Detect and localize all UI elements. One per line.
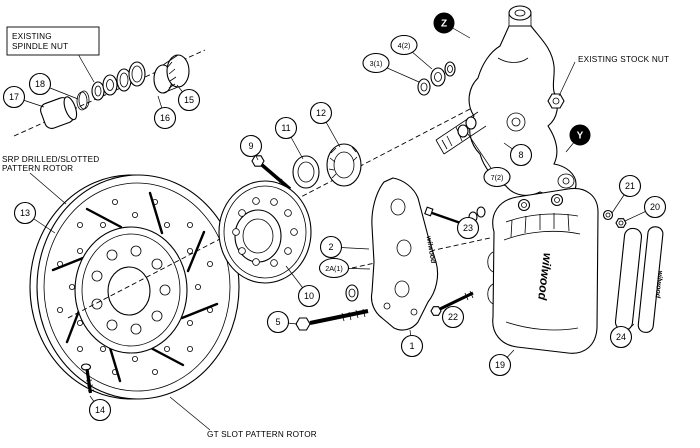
stock-nut-drawing	[547, 93, 565, 109]
callout-9: 9	[239, 134, 263, 158]
callout-20: 20	[643, 195, 667, 219]
svg-text:21: 21	[625, 181, 635, 191]
callout-24: 24	[609, 325, 633, 349]
svg-text:EXISTING STOCK NUT: EXISTING STOCK NUT	[578, 55, 669, 64]
svg-text:17: 17	[9, 92, 19, 102]
callout-2a1: 2A(1)	[318, 257, 350, 279]
pad-logo-text: wilwood	[653, 270, 663, 299]
callout-5: 5	[266, 310, 290, 334]
o-ring-drawing	[76, 90, 90, 111]
svg-text:EXISTING: EXISTING	[12, 32, 52, 41]
callout-10: 10	[297, 284, 321, 308]
rotor-drill-holes	[57, 198, 213, 375]
washers-7-drawing	[457, 116, 477, 138]
callouts: 1 2 2A(1) 3(1) 4(2) 5 7(2) 8 9 10 11 12 …	[2, 34, 667, 422]
svg-text:23: 23	[463, 223, 473, 233]
svg-text:9: 9	[248, 141, 253, 151]
svg-text:13: 13	[20, 208, 30, 218]
caliper-bracket-drawing: wilwood	[370, 177, 439, 331]
marker-z: Z	[433, 12, 455, 34]
outer-bearing-drawing	[153, 54, 190, 94]
svg-text:Z: Z	[441, 19, 447, 30]
svg-text:Y: Y	[577, 131, 584, 142]
callout-8: 8	[509, 143, 533, 167]
svg-text:8: 8	[518, 150, 523, 160]
svg-text:18: 18	[35, 79, 45, 89]
svg-text:5: 5	[275, 317, 280, 327]
spindle-knuckle-drawing	[435, 5, 577, 199]
inner-bearing-drawing	[326, 143, 362, 187]
label-existing-stock-nut: EXISTING STOCK NUT	[578, 55, 669, 64]
callout-16: 16	[153, 106, 177, 130]
svg-text:14: 14	[95, 405, 105, 415]
svg-text:GT SLOT PATTERN ROTOR: GT SLOT PATTERN ROTOR	[207, 430, 317, 439]
bearing-race-drawing	[292, 155, 320, 189]
bracket-logo-text: wilwood	[425, 236, 437, 265]
bolt-22-drawing	[430, 290, 474, 316]
marker-y: Y	[569, 124, 591, 146]
callout-23: 23	[456, 216, 480, 240]
callout-21: 21	[618, 174, 642, 198]
svg-text:19: 19	[495, 360, 505, 370]
svg-text:SPINDLE NUT: SPINDLE NUT	[12, 42, 68, 51]
dust-cap-drawing	[40, 96, 78, 129]
callout-15: 15	[177, 88, 201, 112]
callout-17: 17	[2, 85, 26, 109]
svg-text:24: 24	[616, 332, 626, 342]
callout-7-2: 7(2)	[483, 166, 511, 188]
callout-3-1: 3(1)	[362, 52, 390, 74]
svg-text:2A(1): 2A(1)	[325, 264, 343, 273]
brake-pads-drawing: wilwood	[614, 226, 664, 333]
svg-text:7(2): 7(2)	[491, 173, 504, 182]
hub-drawing	[218, 180, 312, 284]
rotor-drawing	[29, 174, 240, 400]
bolt-14-drawing	[80, 363, 95, 394]
svg-text:SRP DRILLED/SLOTTED: SRP DRILLED/SLOTTED	[2, 155, 99, 164]
bolt-5-drawing	[295, 308, 369, 331]
svg-text:1: 1	[409, 341, 414, 351]
callout-2: 2	[319, 235, 343, 259]
label-gt-rotor: GT SLOT PATTERN ROTOR	[207, 430, 317, 439]
svg-text:10: 10	[304, 291, 314, 301]
callout-19: 19	[488, 353, 512, 377]
washer-stack-drawing	[116, 61, 146, 92]
callout-22: 22	[441, 305, 465, 329]
hub-holes	[232, 197, 298, 267]
callout-13: 13	[13, 201, 37, 225]
callout-18: 18	[28, 72, 52, 96]
svg-text:16: 16	[160, 113, 170, 123]
svg-text:12: 12	[316, 108, 326, 118]
svg-text:4(2): 4(2)	[398, 41, 411, 50]
svg-text:20: 20	[650, 202, 660, 212]
callout-4-2: 4(2)	[390, 34, 418, 56]
svg-text:11: 11	[281, 123, 290, 133]
svg-text:PATTERN ROTOR: PATTERN ROTOR	[2, 164, 73, 173]
washer-small-drawing	[345, 284, 359, 302]
label-existing-spindle-nut: EXISTING SPINDLE NUT	[6, 26, 100, 56]
svg-text:2: 2	[328, 242, 333, 252]
hardware-20-21-drawing	[602, 209, 627, 228]
label-srp-rotor: SRP DRILLED/SLOTTED PATTERN ROTOR	[2, 155, 99, 173]
spindle-nut-drawing	[91, 74, 118, 101]
caliper-drawing: wilwood	[487, 187, 599, 354]
callout-14: 14	[88, 398, 112, 422]
callout-11: 11	[274, 116, 298, 140]
caliper-logo-text: wilwood	[535, 252, 555, 301]
callout-1: 1	[400, 334, 424, 358]
washers-3-4-drawing	[417, 61, 456, 96]
svg-text:15: 15	[184, 95, 194, 105]
callout-12: 12	[309, 101, 333, 125]
svg-text:3(1): 3(1)	[370, 59, 383, 68]
svg-text:22: 22	[448, 312, 458, 322]
